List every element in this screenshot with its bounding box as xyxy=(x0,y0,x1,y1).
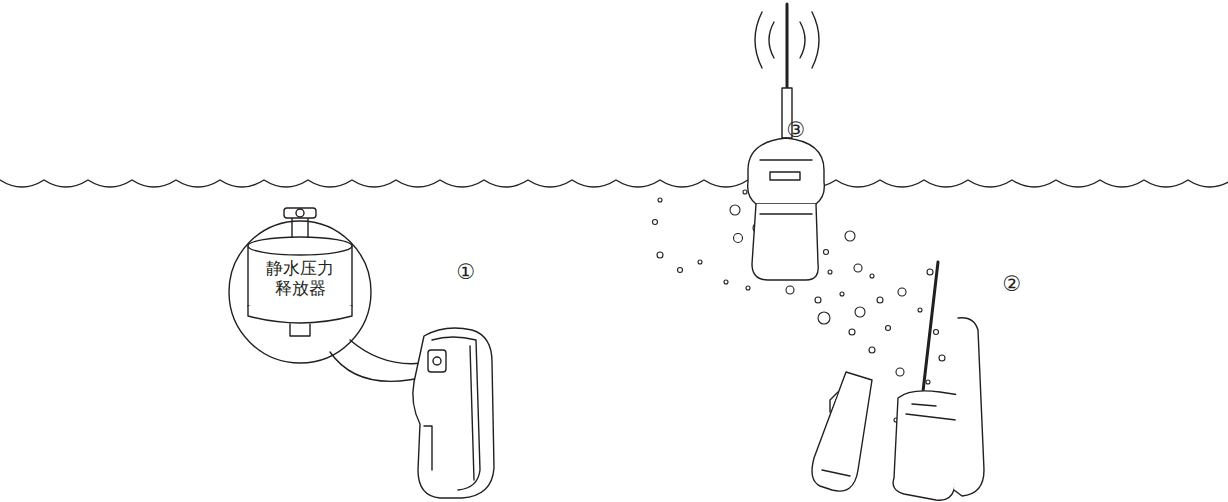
magnifier-ring xyxy=(229,221,371,363)
release-band xyxy=(248,306,352,323)
beacon-cap xyxy=(748,138,825,204)
magnifier-circle: 静水压力 释放器 xyxy=(228,220,372,364)
hydrostatic-release xyxy=(248,208,352,336)
released-beacon xyxy=(812,262,984,500)
release-knob-head xyxy=(284,208,316,218)
bracket-detail xyxy=(424,337,480,490)
beacon-detail xyxy=(760,160,812,214)
release-body xyxy=(248,246,352,313)
floating-beacon xyxy=(748,4,825,280)
bracket-half xyxy=(812,372,872,491)
release-stem xyxy=(290,324,310,336)
bracket-body xyxy=(413,328,494,498)
beacon-detail-2 xyxy=(906,404,956,420)
water-surface xyxy=(0,180,1228,187)
signal-waves xyxy=(755,12,819,68)
bubbles xyxy=(653,190,946,422)
beacon-body xyxy=(752,204,818,280)
antenna-2 xyxy=(922,262,938,400)
beacon-in-bracket xyxy=(413,328,494,498)
callout-number: ② xyxy=(1003,274,1022,295)
callout-number: ① xyxy=(457,262,476,283)
part-label: 静水压力 释放器 xyxy=(260,258,340,299)
release-on-bracket xyxy=(428,350,446,372)
antenna xyxy=(786,4,789,90)
bracket-half-detail xyxy=(822,392,850,476)
callout-number: ③ xyxy=(787,120,806,141)
release-pin xyxy=(433,357,441,365)
release-top xyxy=(248,237,352,255)
bracket-other-half xyxy=(954,318,984,496)
release-knob-pin xyxy=(296,209,304,217)
